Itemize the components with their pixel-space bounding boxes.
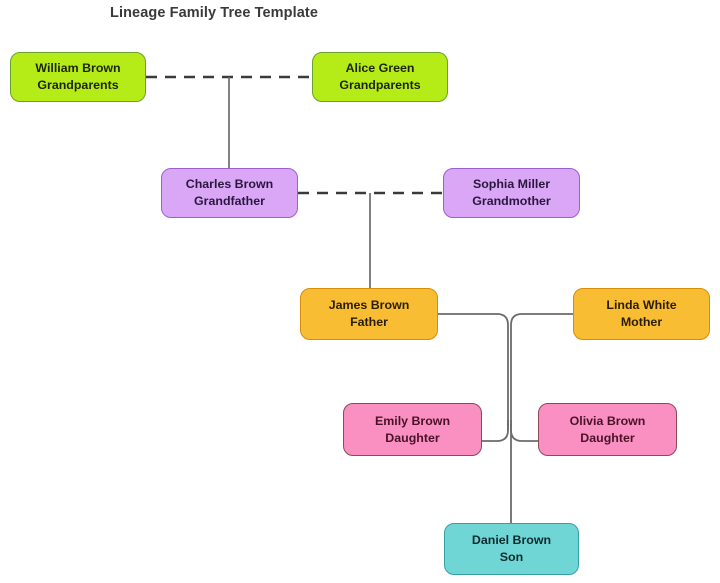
node-role: Daughter bbox=[385, 430, 440, 445]
node-role: Mother bbox=[620, 315, 663, 329]
node-name: William Brown bbox=[35, 61, 121, 76]
edge-junction-olivia bbox=[510, 420, 538, 442]
node-name: Daniel Brown bbox=[471, 533, 552, 548]
node-olivia-brown[interactable]: Olivia Brown Daughter bbox=[538, 403, 677, 456]
node-sophia-miller[interactable]: Sophia Miller Grandmother bbox=[443, 168, 580, 218]
node-name: Linda White bbox=[606, 298, 677, 313]
page-title: Lineage Family Tree Template bbox=[110, 5, 319, 21]
node-james-brown[interactable]: James Brown Father bbox=[300, 288, 438, 340]
node-role: Grandparents bbox=[37, 78, 119, 92]
edge-james-junction bbox=[438, 313, 509, 430]
node-alice-green[interactable]: Alice Green Grandparents bbox=[312, 52, 448, 102]
node-emily-brown[interactable]: Emily Brown Daughter bbox=[343, 403, 482, 456]
node-daniel-brown[interactable]: Daniel Brown Son bbox=[444, 523, 579, 575]
node-name: James Brown bbox=[328, 298, 410, 313]
node-name: Olivia Brown bbox=[569, 413, 646, 428]
node-role: Father bbox=[350, 315, 388, 329]
node-name: Charles Brown bbox=[185, 177, 274, 192]
edge-junction-emily bbox=[482, 420, 509, 442]
node-name: Emily Brown bbox=[374, 413, 451, 428]
node-name: Sophia Miller bbox=[472, 177, 551, 192]
node-william-brown[interactable]: William Brown Grandparents bbox=[10, 52, 146, 102]
node-role: Son bbox=[499, 550, 524, 564]
node-role: Grandmother bbox=[472, 194, 551, 208]
edge-linda-junction bbox=[510, 313, 573, 430]
node-role: Daughter bbox=[580, 430, 635, 445]
node-role: Grandparents bbox=[339, 78, 421, 92]
node-charles-brown[interactable]: Charles Brown Grandfather bbox=[161, 168, 298, 218]
node-name: Alice Green bbox=[345, 61, 415, 76]
node-role: Grandfather bbox=[194, 194, 265, 208]
node-linda-white[interactable]: Linda White Mother bbox=[573, 288, 710, 340]
